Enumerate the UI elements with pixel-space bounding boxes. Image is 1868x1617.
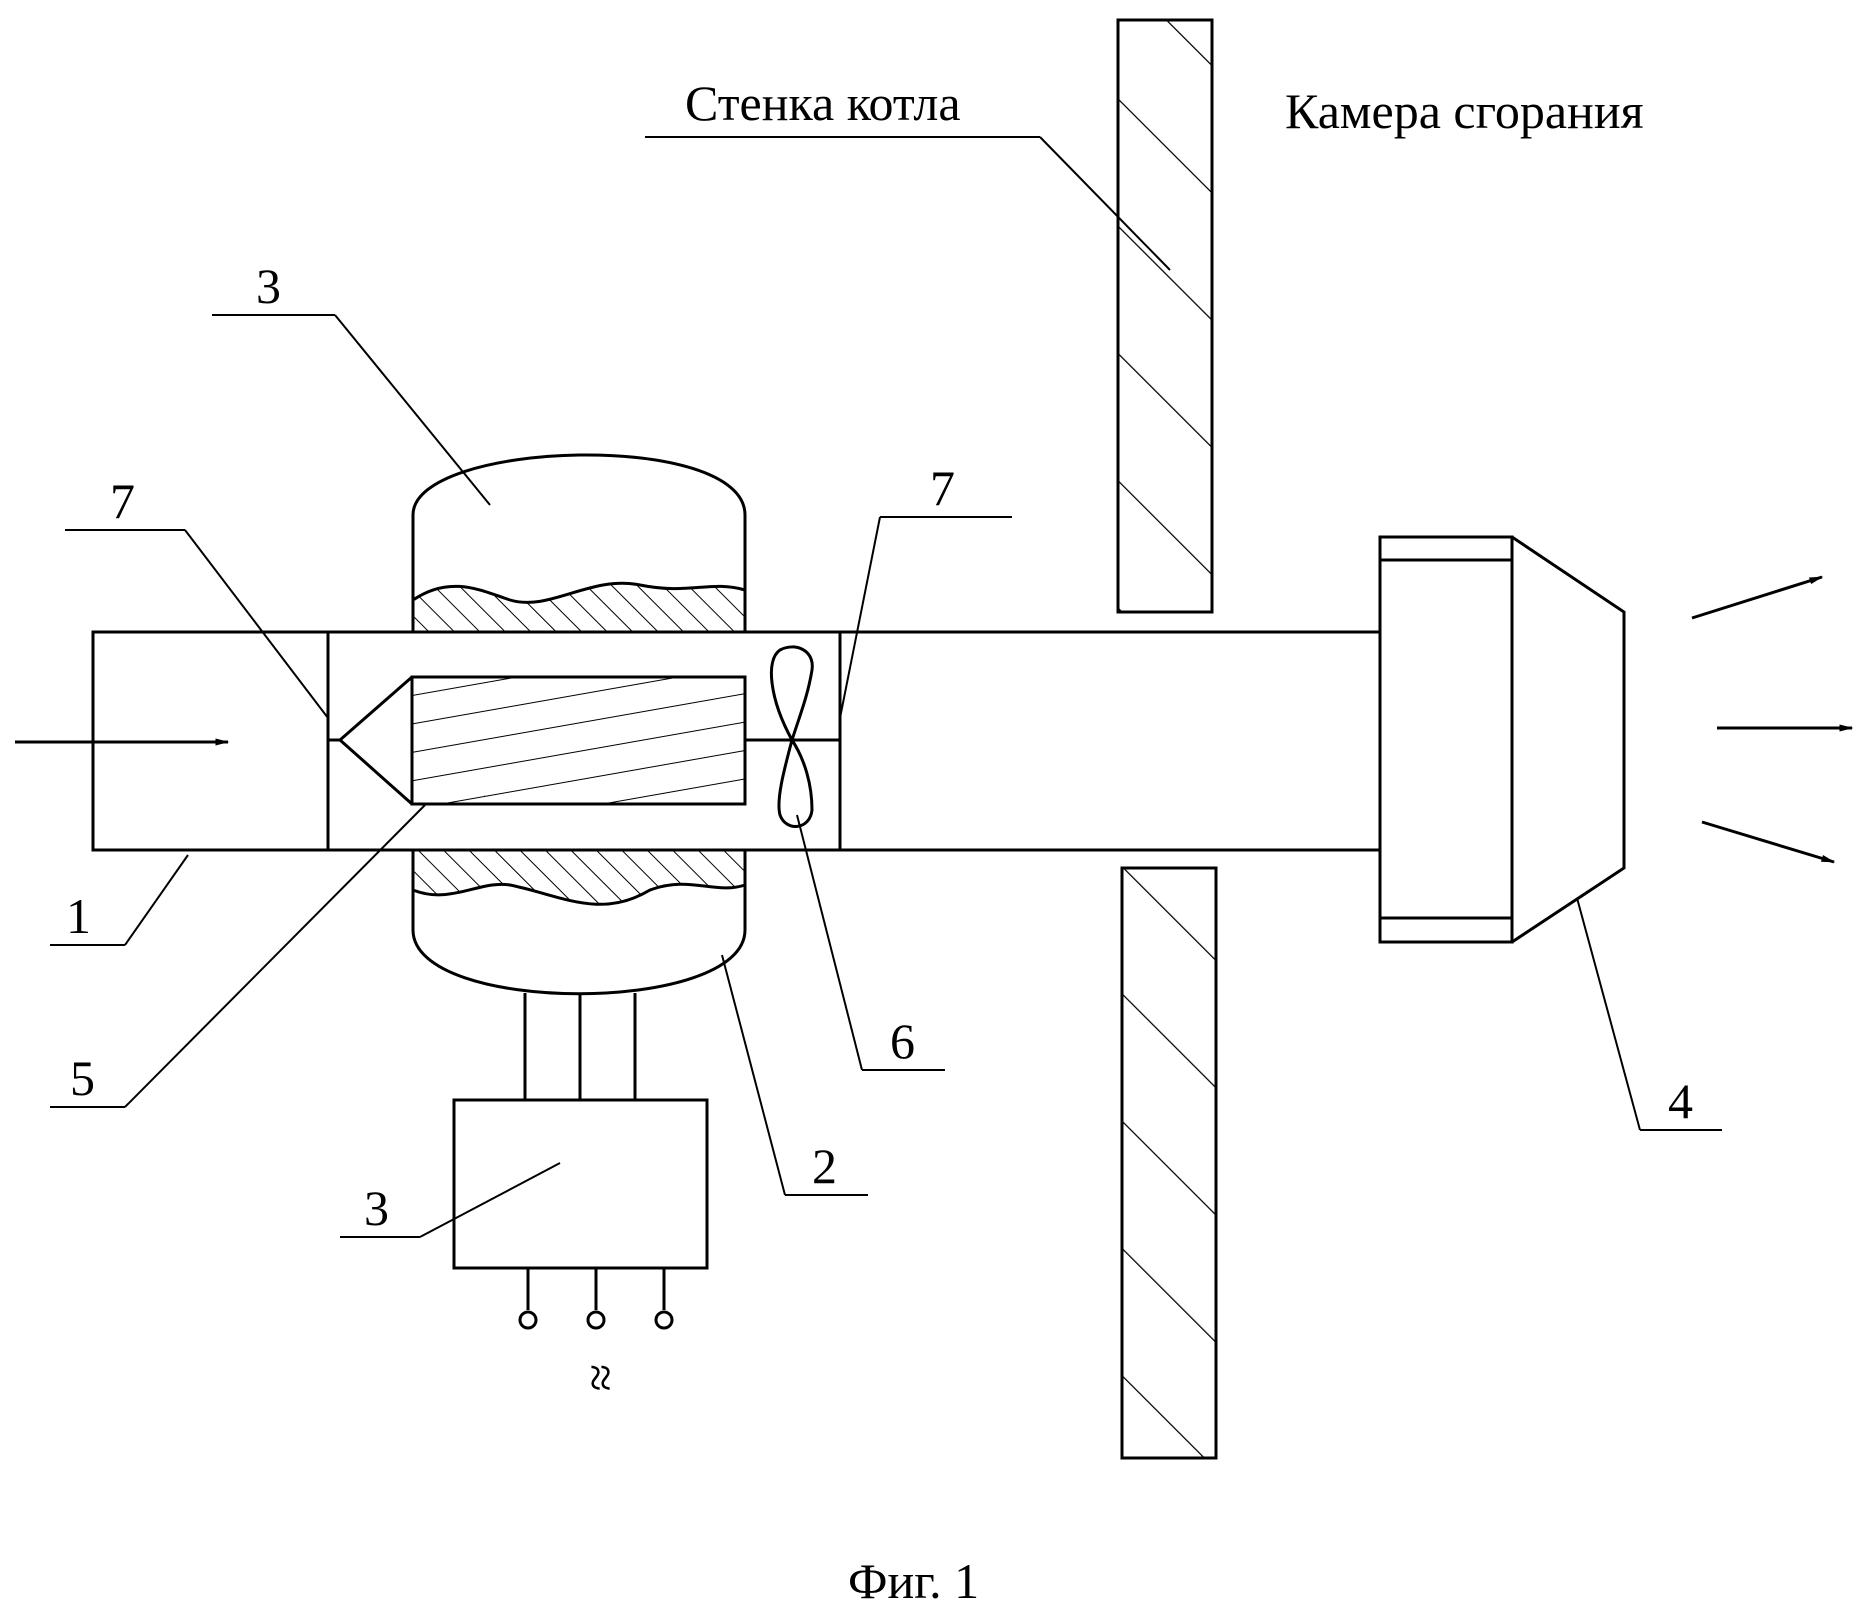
core-body: [410, 675, 747, 806]
ac-symbol: ≈: [573, 1364, 629, 1391]
fan-blade-lower: [777, 736, 814, 828]
leader-3-top: [334, 314, 491, 506]
boiler-wall-upper: [1116, 18, 1214, 614]
power-terminal-1: [518, 1310, 538, 1330]
label-3-top: 3: [256, 258, 281, 314]
leader-lines: [50, 136, 1722, 1238]
label-2: 2: [812, 1138, 837, 1194]
core: [328, 675, 840, 806]
label-7-right: 7: [930, 460, 955, 516]
outlet-arrow-down: [1701, 820, 1836, 864]
fan-icon: [769, 645, 814, 828]
nozzle-block: [1378, 535, 1514, 944]
magnet-lower-hatched: [411, 848, 747, 906]
magnet-upper-hatched: [411, 581, 747, 634]
power-supply-box: [452, 1098, 709, 1270]
magnet: [411, 453, 747, 1100]
flow-arrows: [15, 575, 1854, 864]
power-supply: ≈: [452, 1098, 709, 1392]
leader-wall: [1039, 136, 1171, 271]
label-3-bottom: 3: [364, 1180, 389, 1236]
label-4: 4: [1668, 1073, 1693, 1129]
nozzle: [1378, 535, 1626, 944]
leader-5: [124, 804, 426, 1108]
label-6: 6: [890, 1013, 915, 1069]
leader-3-bottom: [419, 1162, 561, 1238]
nozzle-cone: [1511, 535, 1626, 944]
power-terminal-2: [586, 1310, 606, 1330]
outlet-arrow-up: [1691, 575, 1824, 620]
label-7-left: 7: [110, 473, 135, 529]
labels: Стенка котла Камера сгорания 3 7 7 1 5 6…: [66, 75, 1693, 1609]
leader-4: [1576, 897, 1641, 1131]
leader-2: [721, 954, 786, 1196]
power-terminal-3: [654, 1310, 674, 1330]
leader-7-left: [184, 529, 329, 719]
label-1: 1: [66, 888, 91, 944]
wall-title: Стенка котла: [685, 75, 961, 131]
boiler-wall-lower: [1120, 866, 1218, 1460]
magnet-upper-outline: [411, 453, 747, 632]
figure-caption: Фиг. 1: [848, 1553, 979, 1609]
fan-blade-upper: [769, 645, 814, 744]
leader-1: [124, 854, 189, 946]
chamber-title: Камера сгорания: [1285, 83, 1644, 139]
leader-6: [796, 814, 863, 1071]
core-cone: [337, 675, 413, 806]
boiler-wall: [1116, 18, 1218, 1460]
leader-7-right: [839, 516, 881, 719]
label-5: 5: [70, 1050, 95, 1106]
